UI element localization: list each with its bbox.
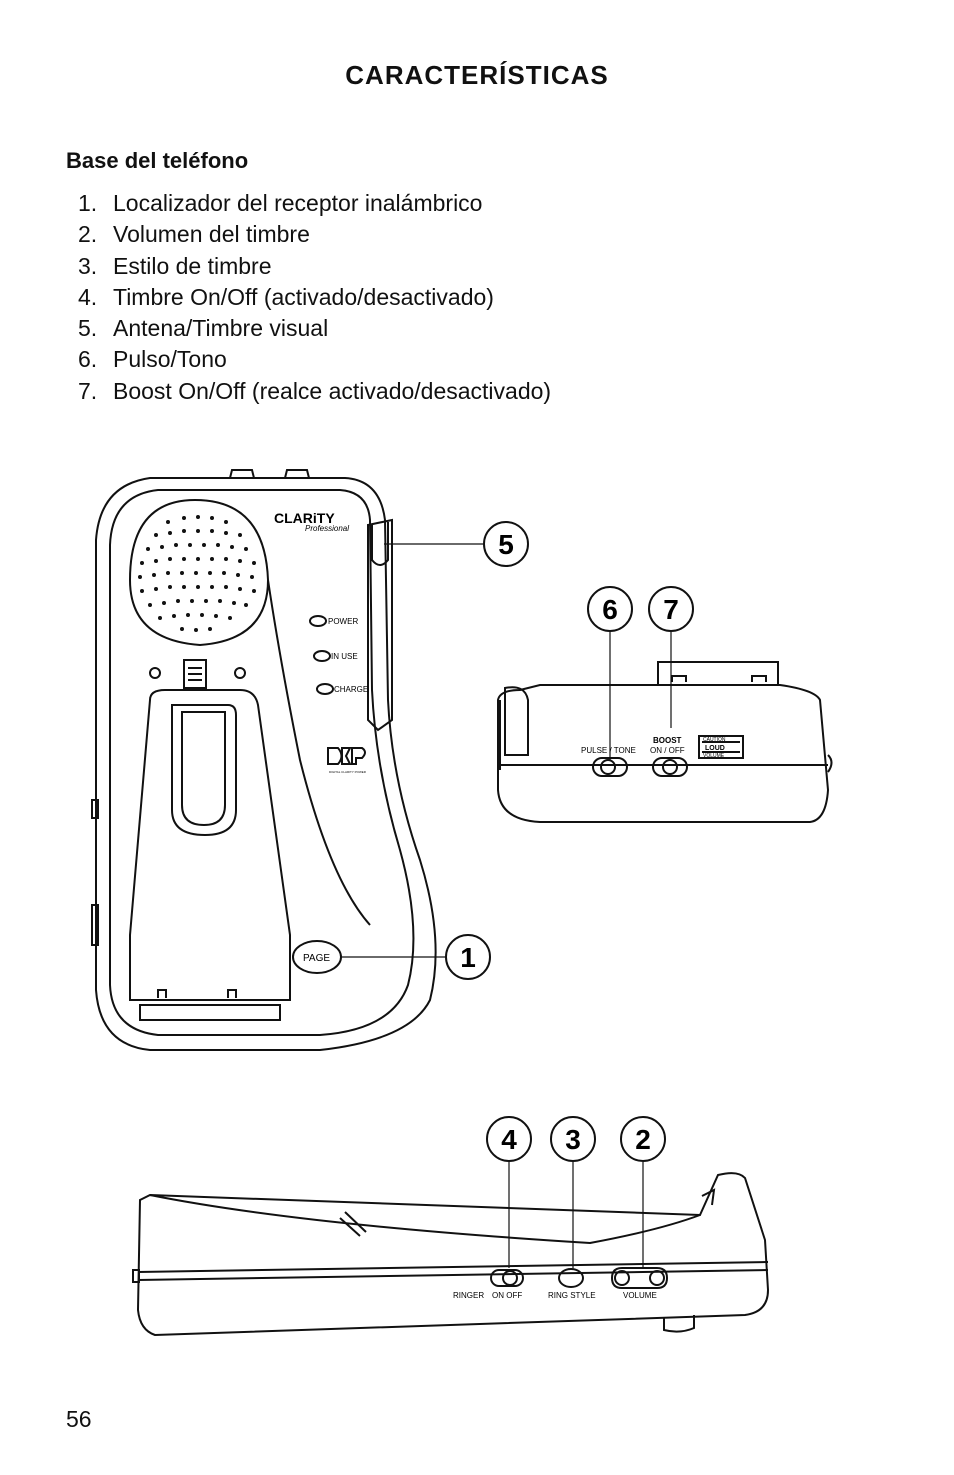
item-text: Volumen del timbre <box>113 221 310 248</box>
callout-4: 4 <box>501 1124 517 1155</box>
callout-1: 1 <box>460 942 476 973</box>
item-number: 7. <box>78 377 98 404</box>
boost-label: BOOST <box>653 736 682 745</box>
list-item: 4. Timbre On/Off (activado/desactivado) <box>78 282 551 313</box>
indicator-charge-label: CHARGE <box>334 685 368 694</box>
ring-style-label: RING STYLE <box>548 1291 596 1300</box>
caution-label: CAUTION <box>703 737 726 743</box>
top-view <box>91 469 437 1051</box>
section-subtitle: Base del teléfono <box>66 148 249 173</box>
page-number: 56 <box>66 1406 92 1432</box>
item-text: Boost On/Off (realce activado/desactivad… <box>113 377 552 404</box>
feature-list: 1. Localizador del receptor inalámbrico 2… <box>78 188 551 407</box>
item-number: 3. <box>78 252 98 279</box>
list-item: 1. Localizador del receptor inalámbrico <box>78 188 551 219</box>
list-item: 6. Pulso/Tono <box>78 344 551 375</box>
item-text: Localizador del receptor inalámbrico <box>113 190 483 216</box>
callout-3: 3 <box>565 1124 581 1155</box>
brand-logo: CLARiTY <box>274 510 335 526</box>
item-number: 2. <box>78 221 98 248</box>
boost-onoff-label: ON / OFF <box>650 746 685 755</box>
indicator-power-label: POWER <box>328 617 358 626</box>
callout-5: 5 <box>498 529 514 560</box>
loud-label: LOUD <box>705 745 725 752</box>
list-item: 5. Antena/Timbre visual <box>78 313 551 344</box>
item-number: 5. <box>78 315 98 342</box>
item-text: Timbre On/Off (activado/desactivado) <box>113 283 494 310</box>
list-item: 3. Estilo de timbre <box>78 251 551 282</box>
item-number: 1. <box>78 190 98 216</box>
item-number: 6. <box>78 346 98 373</box>
brand-subtitle: Professional <box>305 524 349 533</box>
volume-label: VOLUME <box>623 1291 657 1300</box>
speaker-grille <box>138 515 256 632</box>
list-item: 7. Boost On/Off (realce activado/desactiv… <box>78 376 551 407</box>
indicator-inuse-label: IN USE <box>331 652 358 661</box>
page-button-label: PAGE <box>303 953 330 964</box>
list-item: 2. Volumen del timbre <box>78 219 551 250</box>
pulse-tone-label: PULSE / TONE <box>581 746 636 755</box>
callout-6: 6 <box>602 594 618 625</box>
caution-volume-label: VOLUME <box>703 753 725 759</box>
ringer-onoff-label: ON OFF <box>492 1291 522 1300</box>
item-number: 4. <box>78 283 98 310</box>
ringer-label: RINGER <box>453 1291 484 1300</box>
dcp-logo <box>327 747 366 765</box>
callout-7: 7 <box>663 594 679 625</box>
item-text: Antena/Timbre visual <box>113 315 329 342</box>
dcp-caption: DIGITAL CLARITY POWER <box>329 770 367 774</box>
callout-2: 2 <box>635 1124 651 1155</box>
item-text: Estilo de timbre <box>113 252 272 279</box>
page-title: CARACTERÍSTICAS <box>345 60 609 90</box>
bottom-view <box>132 1172 770 1337</box>
item-text: Pulso/Tono <box>113 346 227 373</box>
side-view <box>497 661 833 823</box>
